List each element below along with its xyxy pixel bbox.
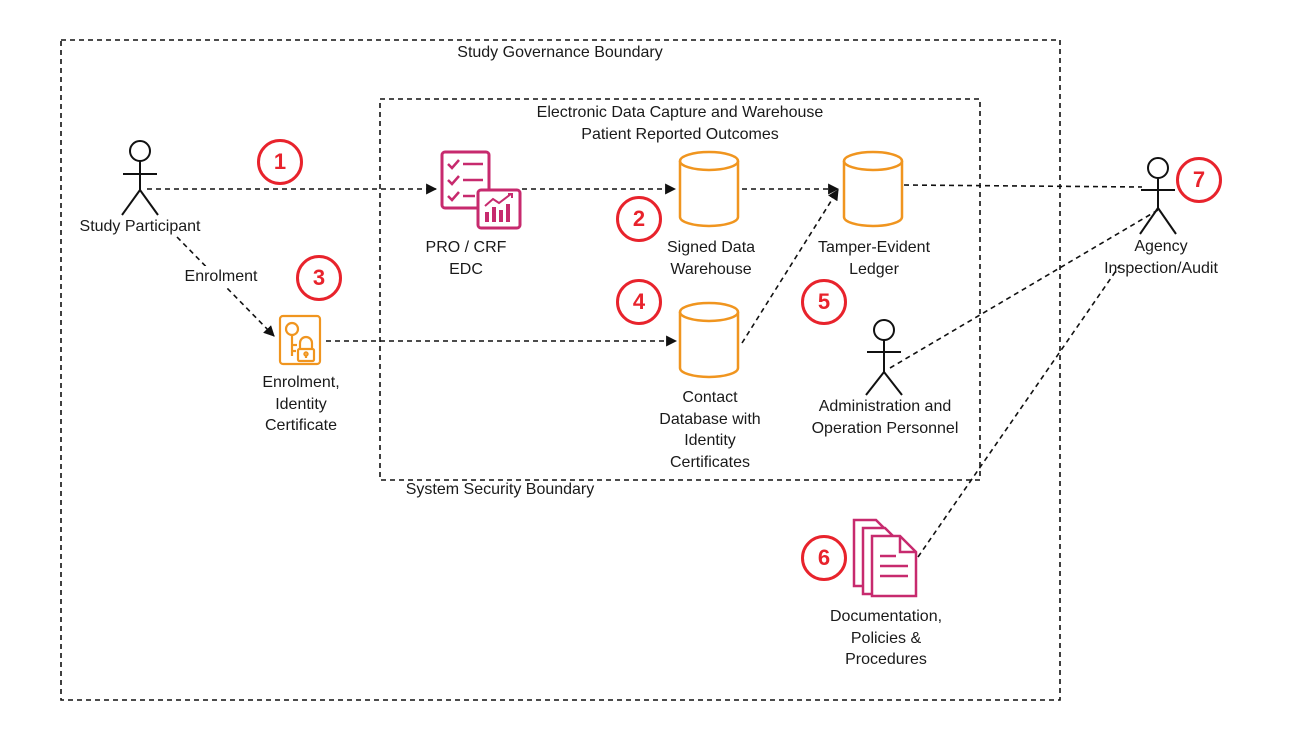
contact-db-line1: Contact [682,389,738,406]
system-security-boundary-label: System Security Boundary [405,481,595,498]
agency-label: Agency Inspection/Audit [1086,236,1236,279]
contact-db-line4: Certificates [669,453,751,471]
step-marker-4: 4 [616,279,662,325]
enrolment-edge-label: Enrolment [171,266,271,288]
contact-database-icon [678,301,740,379]
edc-warehouse-title: Electronic Data Capture and Warehouse Pa… [480,102,880,145]
contact-database-label: Contact Database with Identity Certifica… [640,387,780,473]
document-stack-icon [852,518,918,598]
documentation-line3: Procedures [845,651,927,668]
documentation-line2: Policies & [850,629,922,647]
enrolment-cert-line2: Identity [275,395,327,413]
edc-title-line1: Electronic Data Capture and Warehouse [536,104,824,121]
agency-auditor-actor-icon [1139,157,1177,235]
admin-label-line1: Administration and [818,398,952,415]
study-participant-actor-icon [121,140,159,216]
study-participant-label: Study Participant [79,218,201,235]
admin-personnel-actor-icon [865,319,903,396]
study-governance-boundary [60,39,1061,701]
agency-label-line1: Agency [1134,238,1188,255]
ledger-line1: Tamper-Evident [817,239,931,256]
warehouse-line2: Warehouse [670,260,752,278]
warehouse-line1: Signed Data [666,239,756,256]
enrolment-cert-line3: Certificate [264,417,338,434]
step-marker-2: 2 [616,196,662,242]
tamper-evident-ledger-database-icon [842,150,904,228]
step-marker-7: 7 [1176,157,1222,203]
governance-boundary-label: Study Governance Boundary [457,44,663,61]
step-marker-1: 1 [257,139,303,185]
edge-contact-db-to-ledger [741,189,839,344]
pro-crf-edc-label: PRO / CRF EDC [406,237,526,280]
checklist-chart-icon [440,150,522,230]
admin-personnel-label: Administration and Operation Personnel [790,396,980,439]
key-lock-certificate-icon [278,314,322,366]
documentation-label: Documentation, Policies & Procedures [806,606,966,671]
agency-label-line2: Inspection/Audit [1104,259,1218,277]
step-marker-6: 6 [801,535,847,581]
admin-label-line2: Operation Personnel [811,419,959,437]
signed-data-warehouse-label: Signed Data Warehouse [646,237,776,280]
documentation-line1: Documentation, [829,608,943,625]
step-marker-3: 3 [296,255,342,301]
enrolment-certificate-label: Enrolment, Identity Certificate [236,372,366,437]
step-marker-5: 5 [801,279,847,325]
signed-data-warehouse-database-icon [678,150,740,228]
edc-title-line2: Patient Reported Outcomes [581,125,779,143]
system-security-boundary [379,98,981,481]
contact-db-line2: Database with [659,410,761,428]
contact-db-line3: Identity [684,432,736,449]
edge-admin-to-agency [889,209,1159,369]
pro-crf-line2: EDC [449,260,483,278]
edge-ledger-to-agency [903,184,1143,188]
tamper-evident-ledger-label: Tamper-Evident Ledger [804,237,944,280]
enrolment-cert-line1: Enrolment, [262,374,340,391]
pro-crf-line1: PRO / CRF [425,239,507,256]
ledger-line2: Ledger [849,260,899,278]
